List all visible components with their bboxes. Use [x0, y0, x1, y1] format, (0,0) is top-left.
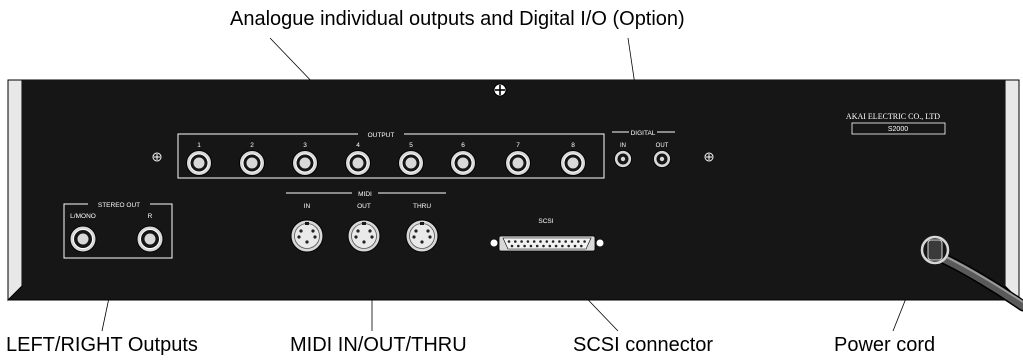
scsi-section: SCSI — [490, 218, 604, 252]
power-cord — [920, 235, 1023, 312]
stereo-left-label: L/MONO — [70, 213, 96, 220]
chassis — [7, 79, 1020, 302]
output-jack-3: 3 — [292, 142, 318, 176]
digital-in-jack — [614, 150, 632, 168]
output-jack-8: 8 — [560, 142, 586, 176]
output-jack-7: 7 — [505, 142, 531, 176]
output-number-label: 6 — [461, 142, 465, 149]
callout-analogue-digital: Analogue individual outputs and Digital … — [230, 8, 685, 30]
output-number-label: 1 — [197, 142, 201, 149]
midi-label: MIDI — [358, 191, 372, 198]
output-label: OUTPUT — [368, 132, 395, 139]
output-jack-1: 1 — [186, 142, 212, 176]
output-jack-5: 5 — [398, 142, 424, 176]
midi-thru-port: THRU — [405, 203, 439, 253]
digital-out-jack — [653, 150, 671, 168]
callout-power-cord: Power cord — [834, 334, 936, 356]
midi-port-label: THRU — [413, 203, 431, 210]
stereo-out-section: STEREO OUT L/MONO R — [63, 202, 173, 259]
midi-port-label: OUT — [357, 203, 371, 210]
brand-label: AKAI ELECTRIC CO., LTD — [846, 112, 940, 121]
output-number-label: 7 — [516, 142, 520, 149]
callout-midi: MIDI IN/OUT/THRU — [290, 334, 467, 356]
stereo-right-jack — [136, 225, 164, 253]
output-jack-6: 6 — [450, 142, 476, 176]
output-number-label: 2 — [250, 142, 254, 149]
digital-right-screw-icon — [704, 152, 714, 162]
digital-section: DIGITAL IN OUT — [612, 130, 675, 168]
callout-scsi: SCSI connector — [573, 334, 714, 356]
scsi-label: SCSI — [538, 218, 553, 225]
midi-section: MIDI IN OUT THRU — [286, 191, 446, 253]
top-screw-icon — [493, 83, 507, 97]
model-label: S2000 — [888, 126, 908, 133]
callout-left-right-outputs: LEFT/RIGHT Outputs — [6, 334, 198, 356]
model-plate — [851, 122, 946, 135]
digital-out-label: OUT — [656, 143, 669, 149]
stereo-right-label: R — [148, 213, 153, 220]
output-number-label: 8 — [571, 142, 575, 149]
output-jack-2: 2 — [239, 142, 265, 176]
midi-port-label: IN — [304, 203, 311, 210]
midi-out-port: OUT — [347, 203, 381, 253]
output-left-screw-icon — [152, 152, 162, 162]
digital-in-label: IN — [620, 143, 626, 149]
stereo-left-jack — [69, 225, 97, 253]
midi-in-port: IN — [290, 203, 324, 253]
scsi-connector — [490, 235, 604, 252]
output-section: OUTPUT 1 2 3 4 5 6 7 8 — [177, 132, 605, 179]
output-number-label: 5 — [409, 142, 413, 149]
output-jack-4: 4 — [345, 142, 371, 176]
output-number-label: 4 — [356, 142, 360, 149]
stereo-out-label: STEREO OUT — [98, 202, 140, 209]
output-number-label: 3 — [303, 142, 307, 149]
digital-label: DIGITAL — [631, 130, 656, 137]
